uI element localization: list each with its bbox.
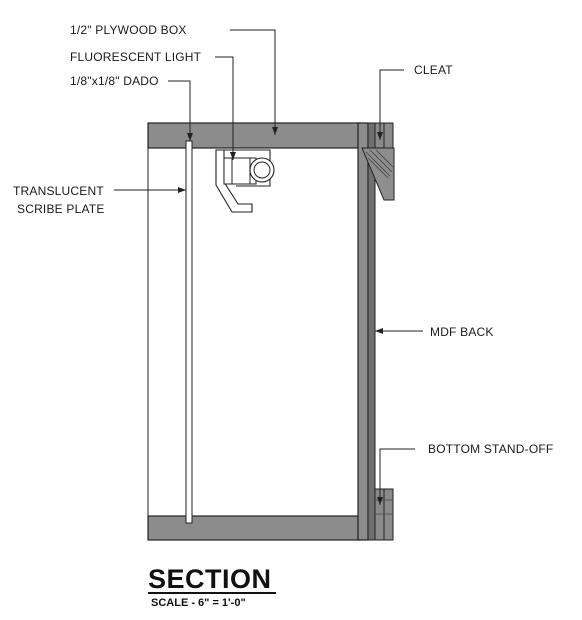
fluorescent-light-fixture <box>215 149 275 213</box>
bottom-plywood-panel <box>147 515 361 541</box>
label-cleat: CLEAT <box>414 63 453 77</box>
translucent-scribe-plate <box>185 140 193 524</box>
cleat <box>361 122 395 201</box>
leader-cleat <box>377 69 404 140</box>
leader-plywood-box <box>230 29 278 135</box>
label-translucent-line1: TRANSLUCENT <box>13 184 104 198</box>
section-title: SECTION <box>148 564 272 594</box>
label-dado: 1/8"x1/8" DADO <box>70 74 159 88</box>
leader-mdf-back <box>375 328 423 334</box>
label-fluorescent-light: FLUORESCENT LIGHT <box>70 50 202 64</box>
label-mdf-back: MDF BACK <box>430 325 494 339</box>
leader-bottom-standoff <box>377 448 415 505</box>
bottom-standoff <box>374 488 394 541</box>
scale-note: SCALE - 6" = 1'-0" <box>151 597 246 609</box>
right-plywood-side <box>357 122 369 541</box>
leader-fluorescent-light <box>215 56 236 160</box>
mdf-back-panel <box>367 122 376 541</box>
label-plywood-box: 1/2" PLYWOOD BOX <box>70 23 187 37</box>
leader-translucent <box>114 187 186 193</box>
leader-dado <box>168 80 193 141</box>
top-plywood-panel <box>147 122 361 149</box>
label-bottom-standoff: BOTTOM STAND-OFF <box>428 442 553 456</box>
label-translucent-line2: SCRIBE PLATE <box>17 202 105 216</box>
